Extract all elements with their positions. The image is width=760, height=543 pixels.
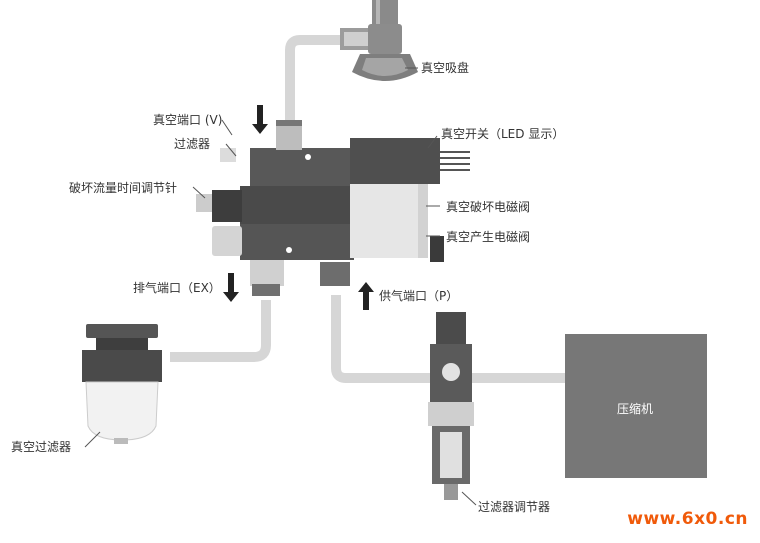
label-flow-needle: 破坏流量时间调节针 <box>69 181 178 195</box>
label-vacuum-port: 真空端口 (V) <box>153 113 223 127</box>
pipe-supply <box>331 295 565 383</box>
label-regulator: 过滤器调节器 <box>478 500 551 514</box>
label-vacuum-pad: 真空吸盘 <box>421 61 470 75</box>
arrow-exhaust-down <box>223 273 239 302</box>
pipe-vacuum-pad <box>285 35 350 125</box>
label-compressor: 压缩机 <box>617 402 654 416</box>
vacuum-filter-icon <box>82 324 162 444</box>
label-gen-valve: 真空产生电磁阀 <box>446 230 531 244</box>
label-exhaust-port: 排气端口（EX） <box>133 281 221 295</box>
label-break-valve: 真空破坏电磁阀 <box>446 200 531 214</box>
flow-arrows <box>223 105 374 310</box>
switch-wires-icon <box>440 151 470 171</box>
filter-regulator-icon <box>428 312 474 500</box>
compressor-box <box>565 334 707 478</box>
ejector-body-icon <box>196 120 444 296</box>
label-supply-port: 供气端口（P） <box>379 289 459 303</box>
watermark-text: www.6x0.cn <box>627 509 748 529</box>
label-vacuum-switch: 真空开关（LED 显示） <box>441 127 565 141</box>
label-vacuum-filter: 真空过滤器 <box>11 440 72 454</box>
pipe-exhaust <box>170 300 271 362</box>
leader-lines <box>84 67 477 506</box>
arrow-supply-up <box>358 282 374 310</box>
vacuum-pad-icon <box>340 0 418 81</box>
label-filter: 过滤器 <box>174 137 211 151</box>
arrow-vacuum-down <box>252 105 268 134</box>
